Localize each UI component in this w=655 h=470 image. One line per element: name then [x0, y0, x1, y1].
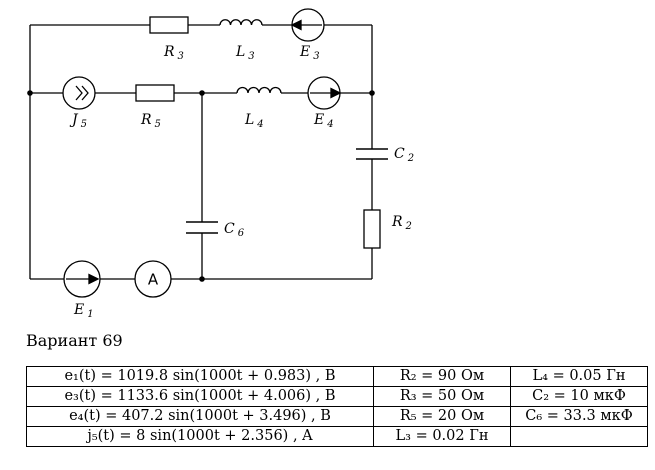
- table-cell: R₅ = 20 Ом: [373, 406, 511, 427]
- resistor-r5: [135, 84, 175, 102]
- variant-title: Вариант 69: [26, 331, 123, 350]
- arrow-right-icon: [330, 87, 342, 99]
- table-cell: j₅(t) = 8 sin(1000t + 2.356) , A: [26, 426, 374, 447]
- table-row: e₄(t) = 407.2 sin(1000t + 3.496) , B R₅ …: [26, 406, 648, 427]
- table-cell: C₆ = 33.3 мкФ: [510, 406, 648, 427]
- table-cell: L₃ = 0.02 Гн: [373, 426, 511, 447]
- table-row: j₅(t) = 8 sin(1000t + 2.356) , A L₃ = 0.…: [26, 426, 648, 447]
- table-cell: e₁(t) = 1019.8 sin(1000t + 0.983) , B: [26, 366, 374, 387]
- arrow-right-icon: [88, 273, 100, 285]
- resistor-r3: [149, 16, 189, 34]
- arrow-left-icon: [290, 19, 302, 31]
- table-row: e₁(t) = 1019.8 sin(1000t + 0.983) , B R₂…: [26, 366, 648, 387]
- inductor-l4: [236, 86, 282, 94]
- ammeter-label: A: [148, 271, 159, 289]
- junction-node: [369, 90, 375, 96]
- table-cell: R₃ = 50 Ом: [373, 386, 511, 407]
- table-cell: e₄(t) = 407.2 sin(1000t + 3.496) , B: [26, 406, 374, 427]
- junction-node: [199, 276, 205, 282]
- table-row: e₃(t) = 1133.6 sin(1000t + 4.006) , B R₃…: [26, 386, 648, 407]
- table-cell: [510, 426, 648, 447]
- ammeter: [134, 260, 172, 298]
- table-cell: e₃(t) = 1133.6 sin(1000t + 4.006) , B: [26, 386, 374, 407]
- inductor-l3: [219, 19, 263, 26]
- table-cell: R₂ = 90 Ом: [373, 366, 511, 387]
- table-cell: L₄ = 0.05 Гн: [510, 366, 648, 387]
- parameters-table: e₁(t) = 1019.8 sin(1000t + 0.983) , B R₂…: [26, 366, 648, 447]
- table-cell: C₂ = 10 мкФ: [510, 386, 648, 407]
- junction-node: [27, 90, 33, 96]
- junction-node: [199, 90, 205, 96]
- current-source-j5: [62, 76, 96, 110]
- resistor-r2: [363, 209, 381, 249]
